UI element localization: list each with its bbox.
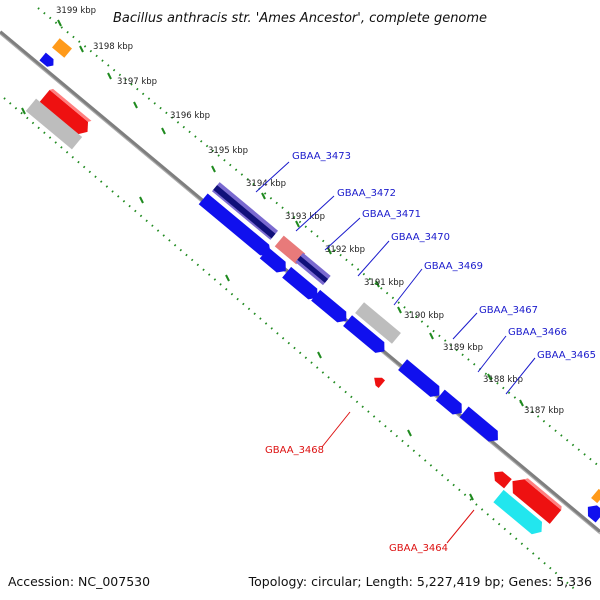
gene-label-GBAA_3469[interactable]: GBAA_3469 — [424, 261, 483, 272]
gene-label-GBAA_3472[interactable]: GBAA_3472 — [337, 188, 396, 199]
gene-label-GBAA_3471[interactable]: GBAA_3471 — [362, 209, 421, 220]
map-title: Bacillus anthracis str. 'Ames Ancestor',… — [113, 11, 487, 26]
gene-label-GBAA_3466[interactable]: GBAA_3466 — [508, 327, 567, 338]
gene-feature-red-3464[interactable] — [507, 472, 563, 524]
gene-feature-pink[interactable] — [274, 235, 306, 265]
gene-feature-blue-e[interactable] — [398, 359, 444, 400]
outer-tick-band — [37, 7, 600, 468]
gene-feature-blue-a[interactable] — [259, 247, 290, 277]
gene-labels: GBAA_3473 GBAA_3472 GBAA_3471 GBAA_3470 … — [265, 151, 596, 554]
gene-feature-orange-top[interactable] — [52, 38, 72, 58]
gene-feature-blue-c[interactable] — [311, 289, 351, 326]
gene-label-GBAA_3465[interactable]: GBAA_3465 — [537, 350, 596, 361]
gene-feature-gray-mid[interactable] — [355, 302, 401, 344]
gene-label-GBAA_3473[interactable]: GBAA_3473 — [292, 151, 351, 162]
gene-feature-blue-edge[interactable] — [583, 502, 600, 523]
gene-feature-blue-d[interactable] — [343, 315, 389, 356]
kbp-label-3189: 3189 kbp — [443, 343, 483, 353]
kbp-label-3187: 3187 kbp — [524, 406, 564, 416]
kbp-label-3193: 3193 kbp — [285, 212, 325, 222]
label-leaders-fwd — [255, 161, 536, 395]
kbp-label-3188: 3188 kbp — [483, 375, 523, 385]
kbp-label-3195: 3195 kbp — [208, 146, 248, 156]
kbp-labels: 3199 kbp 3198 kbp 3197 kbp 3196 kbp 3195… — [56, 6, 564, 416]
accession-text: Accession: NC_007530 — [8, 574, 150, 589]
gene-label-GBAA_3468[interactable]: GBAA_3468 — [265, 445, 324, 456]
kbp-label-3192: 3192 kbp — [325, 245, 365, 255]
gene-feature-blue-3473-strand[interactable] — [198, 193, 276, 260]
gene-label-GBAA_3467[interactable]: GBAA_3467 — [479, 305, 538, 316]
gene-feature-blue-g[interactable] — [459, 406, 503, 446]
gene-feature-red-top[interactable] — [39, 88, 94, 138]
genome-summary-text: Topology: circular; Length: 5,227,419 bp… — [248, 574, 592, 589]
gene-feature-blue-b[interactable] — [282, 266, 322, 303]
label-leaders-rev — [321, 411, 475, 544]
gene-label-GBAA_3470[interactable]: GBAA_3470 — [391, 232, 450, 243]
outer-major-ticks — [57, 19, 524, 407]
inner-tick-band — [3, 97, 579, 593]
kbp-label-3199: 3199 kbp — [56, 6, 96, 16]
kbp-label-3194: 3194 kbp — [246, 179, 286, 189]
gene-feature-blue-f[interactable] — [435, 389, 466, 419]
kbp-label-3190: 3190 kbp — [404, 311, 444, 321]
gene-feature-orange-edge[interactable] — [591, 488, 600, 504]
gene-feature-red-small-3468[interactable] — [371, 374, 386, 389]
gene-feature-red-small-bottom[interactable] — [490, 468, 512, 489]
gene-feature-blue-small-top[interactable] — [39, 52, 56, 70]
kbp-label-3197: 3197 kbp — [117, 77, 157, 87]
kbp-label-3191: 3191 kbp — [364, 278, 404, 288]
gene-label-GBAA_3464[interactable]: GBAA_3464 — [389, 543, 448, 554]
gene-feature-cyan-3464[interactable] — [493, 489, 546, 538]
gene-feature-gray-top[interactable] — [25, 98, 83, 150]
gene-feature-GBAA_3473-box[interactable] — [211, 182, 279, 240]
inner-major-ticks — [21, 107, 474, 501]
kbp-label-3196: 3196 kbp — [170, 111, 210, 121]
gene-feature-navy-3471[interactable] — [295, 252, 331, 286]
kbp-label-3198: 3198 kbp — [93, 42, 133, 52]
